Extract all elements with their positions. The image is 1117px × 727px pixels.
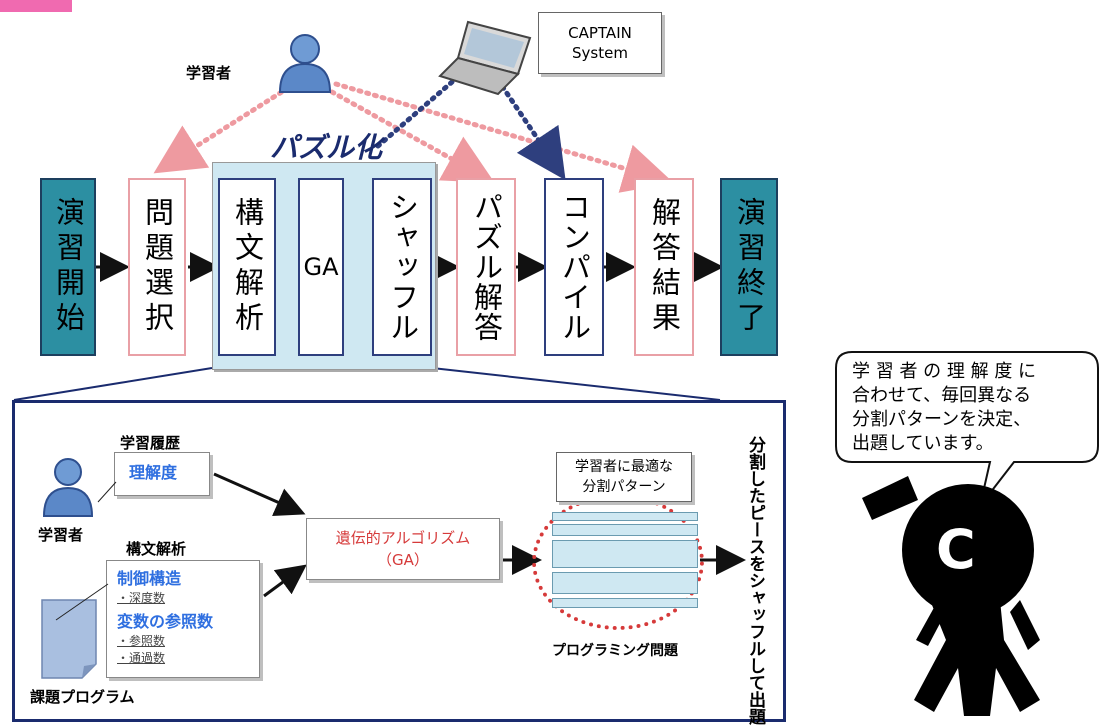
ref-count-label: ・参照数 bbox=[117, 634, 166, 648]
captain-line1: CAPTAIN bbox=[568, 24, 632, 42]
flow-box-result: 解答結果 bbox=[634, 178, 694, 356]
puzzle-piece-1 bbox=[552, 512, 698, 521]
program-document-icon bbox=[40, 598, 98, 680]
flow-box-end: 演習終了 bbox=[720, 178, 778, 356]
learner-to-solve-arrow bbox=[329, 89, 495, 183]
puzzle-piece-3 bbox=[552, 540, 698, 568]
captain-line2: System bbox=[572, 44, 628, 62]
flow-label-ga: GA bbox=[303, 253, 339, 281]
flow-label-shuffle: シャッフル bbox=[385, 192, 420, 342]
detail-learner-label: 学習者 bbox=[38, 526, 84, 544]
flow-label-compile: コンパイル bbox=[557, 192, 592, 342]
output-vertical-label: 分割したピースをシャッフルして出題 bbox=[745, 436, 765, 725]
flow-label-start: 演習開始 bbox=[51, 197, 86, 337]
optimal-line2: 分割パターン bbox=[582, 479, 666, 495]
puzzle-piece-4 bbox=[552, 572, 698, 594]
puzzle-label: パズル化 bbox=[270, 131, 383, 164]
flow-label-solve: パズル解答 bbox=[469, 192, 504, 342]
detail-panel bbox=[12, 400, 786, 722]
flow-label-end: 演習終了 bbox=[732, 197, 767, 337]
optimal-pattern-callout: 学習者に最適な 分割パターン bbox=[556, 452, 692, 502]
speech-line4: 出題しています。 bbox=[852, 433, 994, 454]
detail-learner-icon bbox=[40, 456, 96, 518]
learner-to-result-arrow bbox=[333, 81, 674, 193]
pointer-line-2 bbox=[55, 583, 109, 621]
speech-line1: 学 習 者 の 理 解 度 に bbox=[852, 361, 1037, 382]
var-refs-label: 変数の参照数 bbox=[117, 612, 214, 631]
flow-box-compile: コンパイル bbox=[544, 178, 604, 356]
parse-title: 構文解析 bbox=[126, 540, 187, 558]
problem-label: プログラミング問題 bbox=[552, 643, 678, 659]
pointer-line-1 bbox=[97, 481, 117, 503]
flow-label-parse: 構文解析 bbox=[230, 197, 265, 337]
puzzle-piece-5 bbox=[552, 598, 698, 608]
ga-line1: 遺伝的アルゴリズム bbox=[335, 529, 471, 547]
depth-label: ・深度数 bbox=[117, 591, 166, 605]
mascot-figure bbox=[862, 476, 1040, 716]
program-label: 課題プログラム bbox=[30, 688, 135, 706]
captain-system-box: CAPTAIN System bbox=[538, 12, 662, 74]
speech-text: 学 習 者 の 理 解 度 に 合わせて、毎回異なる 分割パターンを決定、 出題… bbox=[852, 360, 1092, 456]
system-to-compile-arrow bbox=[495, 77, 566, 181]
flow-box-start: 演習開始 bbox=[40, 178, 96, 356]
pass-count-label: ・通過数 bbox=[117, 651, 166, 665]
speech-line3: 分割パターンを決定、 bbox=[852, 409, 1032, 430]
understanding-box: 理解度 bbox=[114, 452, 210, 496]
learner-to-select-arrow bbox=[153, 85, 291, 174]
laptop-icon bbox=[438, 18, 534, 98]
optimal-line1: 学習者に最適な bbox=[575, 459, 673, 475]
puzzle-piece-2 bbox=[552, 524, 698, 536]
learner-avatar-icon bbox=[274, 32, 336, 94]
speech-line2: 合わせて、毎回異なる bbox=[852, 385, 1032, 406]
flow-box-select: 問題選択 bbox=[128, 178, 186, 356]
ga-line2: （GA） bbox=[377, 551, 429, 569]
flow-box-parse: 構文解析 bbox=[218, 178, 276, 356]
flow-label-result: 解答結果 bbox=[647, 197, 682, 337]
speech-bubble-shape bbox=[835, 351, 1099, 507]
mascot-letter: C bbox=[936, 518, 976, 581]
flow-label-select: 問題選択 bbox=[140, 197, 175, 337]
control-structure-label: 制御構造 bbox=[117, 569, 182, 588]
flow-box-shuffle: シャッフル bbox=[372, 178, 432, 356]
parse-box: 制御構造 ・深度数 変数の参照数 ・参照数 ・通過数 bbox=[106, 560, 260, 678]
ga-box: 遺伝的アルゴリズム （GA） bbox=[306, 518, 500, 580]
flow-box-ga: GA bbox=[298, 178, 344, 356]
flow-box-solve: パズル解答 bbox=[456, 178, 516, 356]
learner-label: 学習者 bbox=[186, 64, 232, 82]
corner-tab bbox=[0, 0, 72, 12]
understanding-label: 理解度 bbox=[129, 463, 178, 482]
system-to-parse-arrow bbox=[375, 79, 455, 149]
history-title: 学習履歴 bbox=[120, 434, 181, 452]
